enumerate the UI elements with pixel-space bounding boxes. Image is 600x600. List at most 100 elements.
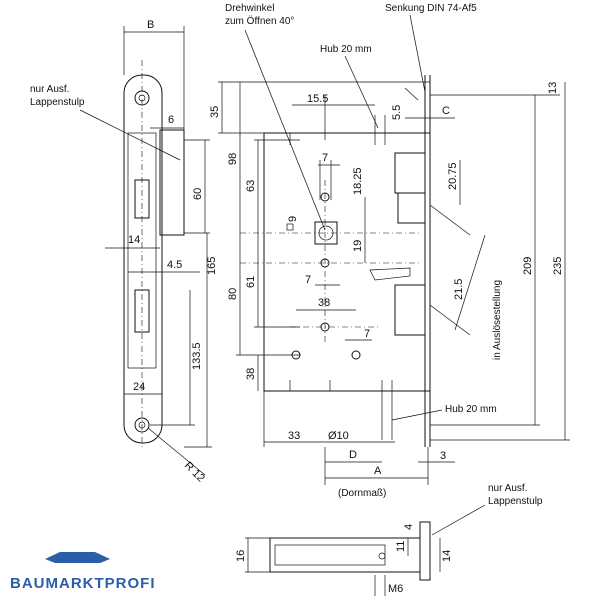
dim-7-top-label: 7 <box>322 152 328 164</box>
dim-10-label: Ø10 <box>328 430 349 442</box>
dim-133-5: 133.5 <box>150 290 203 426</box>
dim-A: A (Dornmaß) <box>325 447 429 499</box>
dim-6-label: 6 <box>168 114 174 126</box>
dim-63-label: 63 <box>245 180 257 192</box>
dim-4-5-label: 4.5 <box>167 259 182 271</box>
lappenstulp-bottom-line1: nur Ausf. <box>488 483 527 494</box>
dim-98: 98 <box>227 82 241 233</box>
dim-B-label: B <box>147 19 154 31</box>
dim-165: 165 <box>184 233 218 448</box>
side-view: 16 11 4 14 M6 <box>235 521 453 596</box>
dim-80-label: 80 <box>227 288 239 300</box>
dim-35: 35 <box>209 81 430 134</box>
dim-24: 24 <box>124 381 162 395</box>
dim-C: C <box>405 105 455 119</box>
dim-13: 13 <box>430 82 560 96</box>
dim-209-label: 209 <box>522 257 534 275</box>
hub-bottom-note: Hub 20 mm <box>391 404 497 421</box>
dim-9: 9 <box>286 216 299 231</box>
dim-7-mid: 7 <box>305 274 340 286</box>
dim-209: 209 <box>430 95 540 426</box>
dim-14b-label: 14 <box>441 550 453 562</box>
lappenstulp-bottom-line2: Lappenstulp <box>488 496 543 507</box>
senkung-note: Senkung DIN 74-Af5 <box>385 3 477 93</box>
dim-20-75-label: 20.75 <box>447 162 459 190</box>
dim-14: 14 <box>105 234 160 249</box>
dim-7-mid-label: 7 <box>305 274 311 286</box>
dim-5-5: 5.5 <box>391 87 419 120</box>
dim-15-5: 15.5 <box>292 93 375 140</box>
lappenstulp-note-top: nur Ausf. Lappenstulp <box>30 84 181 161</box>
dim-B: B <box>123 19 185 130</box>
hub-bottom-label: Hub 20 mm <box>445 404 497 415</box>
dim-38-mid-label: 38 <box>318 297 330 309</box>
brand-name: BAUMARKTPROFI <box>10 575 156 592</box>
dim-33-label: 33 <box>288 430 300 442</box>
dim-33: 33 <box>263 391 325 447</box>
dim-R12-label: R 12 <box>182 460 207 485</box>
dim-24-label: 24 <box>133 381 145 393</box>
dim-19: 19 <box>352 233 366 263</box>
dim-3: 3 <box>418 450 455 463</box>
dim-165-label: 165 <box>206 257 218 275</box>
dim-15-5-label: 15.5 <box>307 93 328 105</box>
dim-38-left-label: 38 <box>245 368 257 380</box>
dim-7-low: 7 <box>345 328 372 341</box>
dim-14-label: 14 <box>128 234 140 246</box>
dim-A-label: A <box>374 465 382 477</box>
dim-98-label: 98 <box>227 153 239 165</box>
ausloese-geometry: 21.5 in Auslösestellung <box>429 204 503 360</box>
dim-M6-label: M6 <box>388 583 403 595</box>
drehwinkel-line1: Drehwinkel <box>225 3 274 14</box>
dim-60: 60 <box>184 139 210 234</box>
dim-21-5-label: 21.5 <box>453 279 465 300</box>
lappenstulp-note-bottom: nur Ausf. Lappenstulp <box>431 483 543 536</box>
brand-logo: BAUMARKTPROFI <box>10 552 156 592</box>
dim-4-label: 4 <box>403 524 415 530</box>
dim-35-label: 35 <box>209 106 221 118</box>
dim-6: 6 <box>150 114 184 129</box>
dim-10: Ø10 <box>325 430 395 443</box>
dim-63: 63 <box>245 139 300 233</box>
lappenstulp-top-line2: Lappenstulp <box>30 97 85 108</box>
dim-235-label: 235 <box>552 257 564 275</box>
drehwinkel-line2: zum Öffnen 40° <box>225 15 294 27</box>
dim-38-mid: 38 <box>296 297 356 311</box>
dim-61-label: 61 <box>245 276 257 288</box>
dim-61: 61 <box>245 233 300 328</box>
dim-60-label: 60 <box>192 188 204 200</box>
dim-19-label: 19 <box>352 240 364 252</box>
dim-D: D <box>324 447 382 485</box>
dim-235: 235 <box>430 82 570 441</box>
dim-C-label: C <box>442 105 450 117</box>
logo-roof-icon <box>45 552 110 563</box>
dim-7-low-label: 7 <box>364 328 370 340</box>
dim-11-label: 11 <box>395 541 407 552</box>
drehwinkel-note: Drehwinkel zum Öffnen 40° <box>225 3 326 231</box>
dim-5-5-label: 5.5 <box>391 105 403 120</box>
ausloese-label: in Auslösestellung <box>492 280 503 360</box>
faceplate <box>123 60 185 450</box>
hub-top-note: Hub 20 mm <box>320 44 379 129</box>
dim-D-label: D <box>349 449 357 461</box>
dim-18-25: 18.25 <box>352 167 366 233</box>
hub-top-label: Hub 20 mm <box>320 44 372 55</box>
dim-13-label: 13 <box>547 82 559 94</box>
senkung-label: Senkung DIN 74-Af5 <box>385 3 477 14</box>
dornmass-label: (Dornmaß) <box>338 488 386 499</box>
lock-body <box>240 75 431 447</box>
dim-18-25-label: 18.25 <box>352 167 364 195</box>
dim-38-left: 38 <box>245 355 259 391</box>
dim-20-75: 20.75 <box>447 160 461 205</box>
dim-16-label: 16 <box>235 550 247 562</box>
dim-7-top: 7 <box>318 152 340 200</box>
dim-3-label: 3 <box>440 450 446 462</box>
dim-133-5-label: 133.5 <box>191 342 203 370</box>
dim-80: 80 <box>227 233 300 356</box>
dim-4-5: 4.5 <box>128 259 200 273</box>
lappenstulp-top-line1: nur Ausf. <box>30 84 69 95</box>
dim-R12: R 12 <box>147 427 207 485</box>
dim-9-label: 9 <box>287 216 299 222</box>
